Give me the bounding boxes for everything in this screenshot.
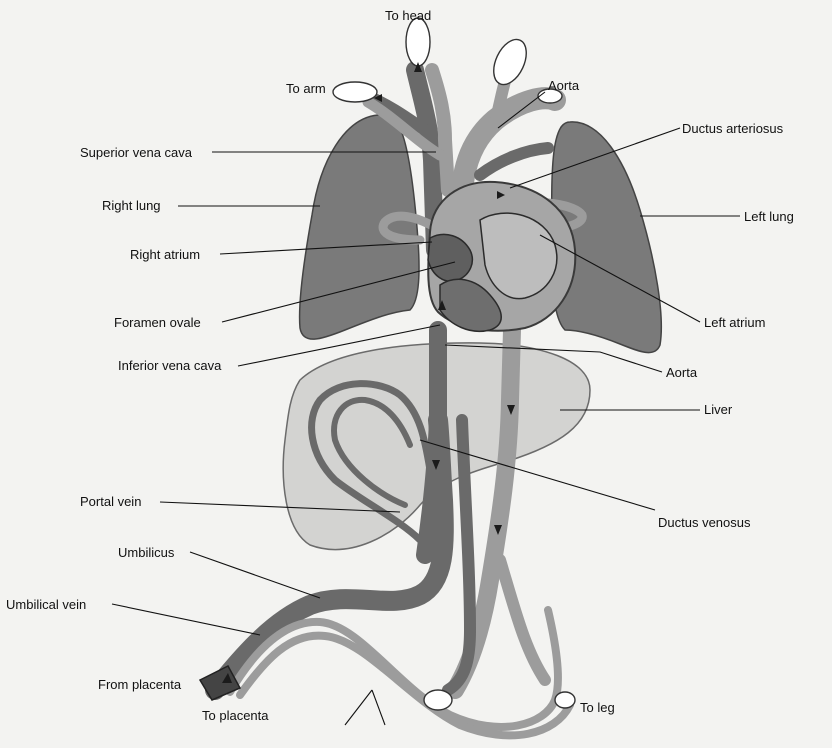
arm-loop (333, 82, 377, 102)
label-ductus-arteriosus: Ductus arteriosus (682, 121, 784, 136)
label-to-arm: To arm (286, 81, 326, 96)
label-left-atrium: Left atrium (704, 315, 765, 330)
label-umbilical-vein: Umbilical vein (6, 597, 86, 612)
right-lung-shape (300, 115, 419, 339)
label-aorta-bottom: Aorta (666, 365, 698, 380)
ductus-arteriosus-vessel (480, 148, 548, 175)
label-foramen-ovale: Foramen ovale (114, 315, 201, 330)
label-left-lung: Left lung (744, 209, 794, 224)
label-portal-vein: Portal vein (80, 494, 141, 509)
head-loop (406, 18, 430, 66)
umbilical-artery-vessel-2 (240, 636, 570, 736)
label-ductus-venosus: Ductus venosus (658, 515, 751, 530)
label-umbilicus: Umbilicus (118, 545, 175, 560)
descending-aorta-branch (500, 560, 545, 680)
leg-loop-right (555, 692, 575, 708)
leg-loop-left (424, 690, 452, 710)
label-to-head: To head (385, 8, 431, 23)
label-liver: Liver (704, 402, 733, 417)
label-from-placenta: From placenta (98, 677, 182, 692)
label-to-placenta: To placenta (202, 708, 269, 723)
label-aorta-top: Aorta (548, 78, 580, 93)
label-right-lung: Right lung (102, 198, 161, 213)
label-superior-vena-cava: Superior vena cava (80, 145, 193, 160)
label-right-atrium: Right atrium (130, 247, 200, 262)
label-to-leg: To leg (580, 700, 615, 715)
label-inferior-vena-cava: Inferior vena cava (118, 358, 222, 373)
head-loop-2 (487, 34, 533, 89)
